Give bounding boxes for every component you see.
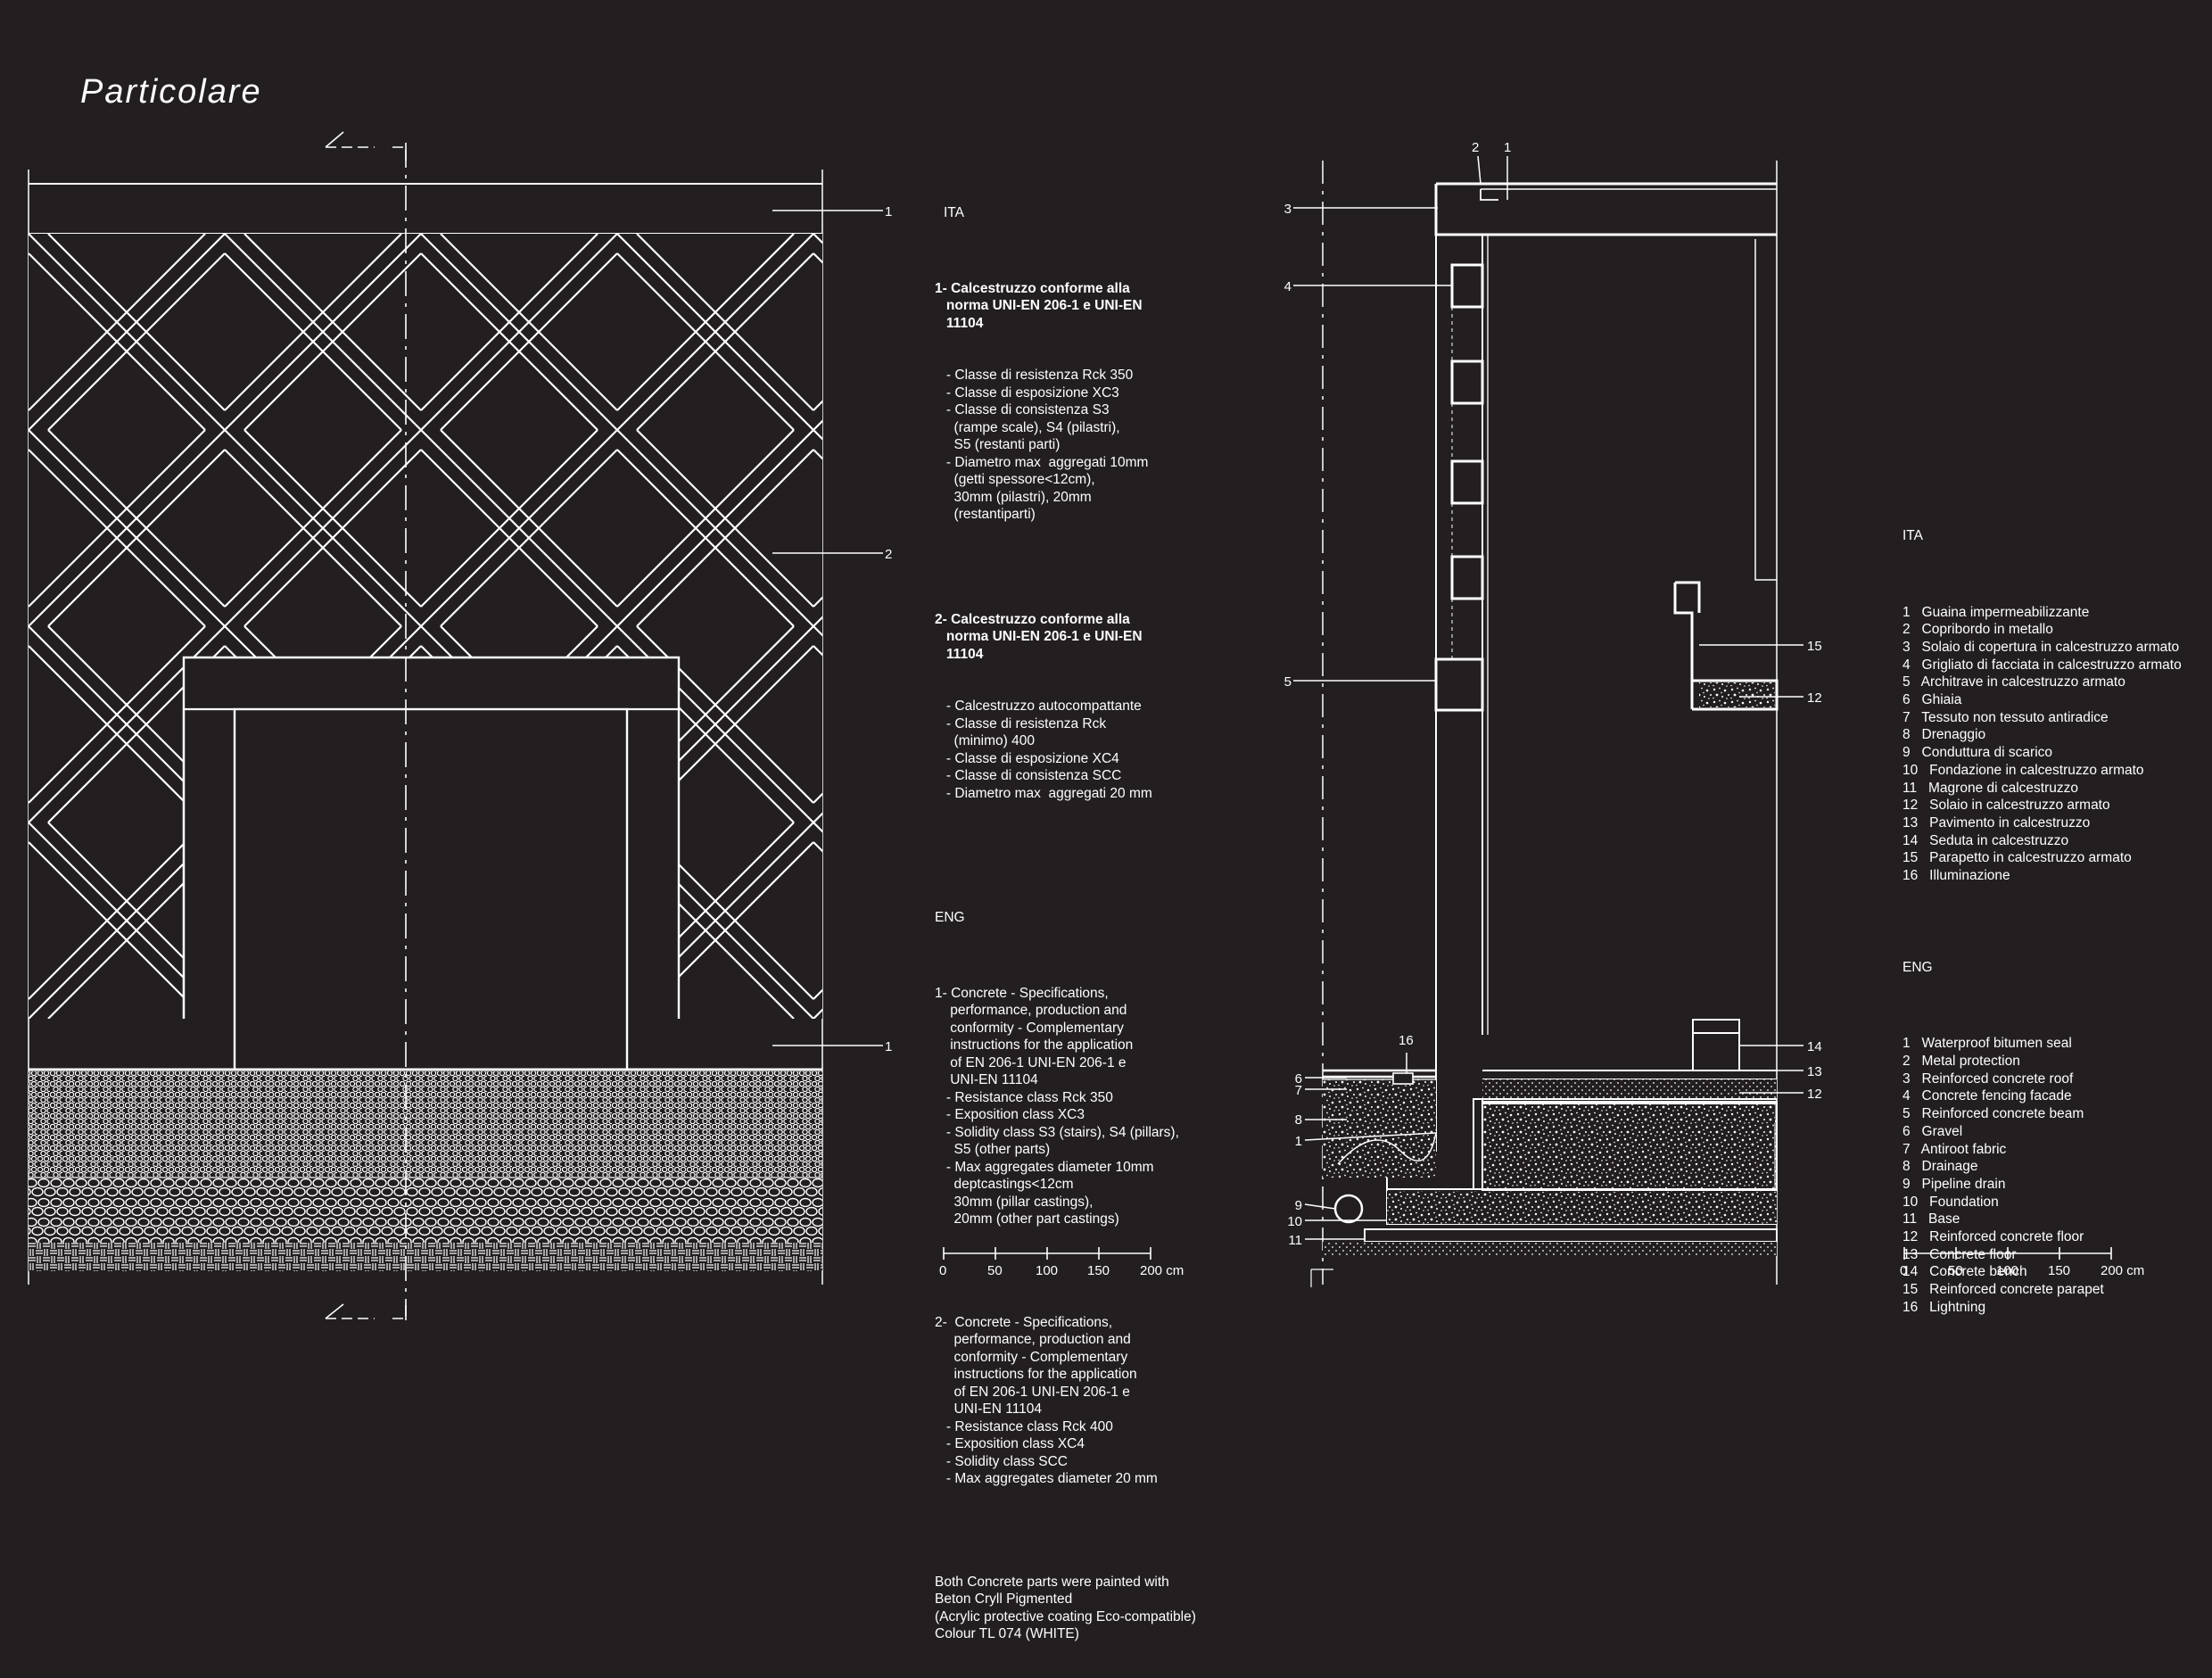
legend-item: 4 Grigliato di facciata in calcestruzzo … [1902,657,2182,673]
spec-eng-item1: 1- Concrete - Specifications, performanc… [935,985,1179,1228]
section-callout-2: 2 [1472,140,1479,155]
section-callout-1-mid: 1 [1295,1134,1302,1149]
legend-item: 13 Concrete floor [1902,1246,2017,1262]
section-callout-12-top: 12 [1807,690,1822,706]
legend-item: 6 Ghiaia [1902,692,1962,708]
page-title: Particolare [80,73,262,111]
legend-item: 16 Illuminazione [1902,868,2010,884]
spec-eng-header: ENG [935,910,965,925]
legend-item: 12 Solaio in calcestruzzo armato [1902,798,2110,814]
spec-ita-item2-body: - Calcestruzzo autocompattante - Classe … [945,698,1152,801]
legend-item: 15 Reinforced concrete parapet [1902,1282,2104,1298]
section-callout-13: 13 [1807,1064,1822,1079]
section-callout-8: 8 [1295,1112,1302,1128]
elevation-callout-1-top: 1 [885,204,892,219]
drawing-canvas: 1 2 1 [28,131,2144,1320]
elevation-callout-1-bottom: 1 [885,1039,892,1054]
scale-right-tick-100: 100 [1996,1263,2018,1278]
legend-item: 2 Copribordo in metallo [1902,622,2053,638]
legend-item: 5 Reinforced concrete beam [1902,1106,2084,1122]
spec-ita-header: ITA [944,205,964,220]
legend-item: 15 Parapetto in calcestruzzo armato [1902,850,2132,866]
legend-item: 9 Conduttura di scarico [1902,745,2053,761]
scale-right-tick-50: 50 [1948,1263,1963,1278]
elevation-callout-2: 2 [885,547,892,562]
legend-item: 11 Magrone di calcestruzzo [1902,780,2079,796]
scale-left-tick-50: 50 [987,1263,1003,1278]
legend-item: 3 Solaio di copertura in calcestruzzo ar… [1902,639,2180,655]
legend-item: 11 Base [1902,1211,1960,1228]
spec-ita-item1-body: - Classe di resistenza Rck 350 - Classe … [945,368,1149,522]
section-callout-1-top: 1 [1504,140,1511,155]
scale-bar-right [1903,1247,2112,1260]
section-callout-15: 15 [1807,639,1822,654]
legend-eng-header: ENG [1902,960,1933,976]
section-callout-11: 11 [1288,1233,1302,1248]
legend-item: 8 Drenaggio [1902,727,1986,743]
spec-note: Both Concrete parts were painted with Be… [935,1574,1196,1642]
section-callout-10: 10 [1287,1214,1302,1229]
section-callout-12-bottom: 12 [1807,1087,1822,1102]
scale-right-tick-0: 0 [1900,1263,1907,1278]
legend-item: 8 Drainage [1902,1159,1978,1175]
spec-column: ITA 1- Calcestruzzo conforme alla norma … [935,169,1256,1678]
legend-item: 9 Pipeline drain [1902,1176,2006,1192]
section-callout-4: 4 [1284,279,1292,294]
legend-column: ITA 1 Guaina impermeabilizzante 2 Copribo… [1902,492,2206,1351]
section-callout-16: 16 [1399,1033,1414,1048]
legend-item: 3 Reinforced concrete roof [1902,1070,2074,1087]
legend-item: 10 Foundation [1902,1194,1999,1210]
legend-ita-list: 1 Guaina impermeabilizzante 2 Copribordo … [1902,604,2206,885]
section-view [1293,155,1803,1287]
scale-right-tick-200: 200 cm [2101,1263,2144,1278]
legend-item: 2 Metal protection [1902,1053,2020,1069]
legend-item: 1 Guaina impermeabilizzante [1902,604,2090,620]
scale-bar-left [943,1247,1151,1260]
drawing-sheet: Particolare [28,73,2206,1641]
scale-left-tick-200: 200 cm [1140,1263,1184,1278]
spec-ita-item1-title: 1- Calcestruzzo conforme alla norma UNI-… [935,280,1143,331]
scale-left-tick-100: 100 [1036,1263,1058,1278]
legend-item: 7 Antiroot fabric [1902,1141,2007,1157]
section-callout-6: 6 [1295,1071,1302,1087]
section-callout-5: 5 [1284,674,1292,690]
legend-item: 13 Pavimento in calcestruzzo [1902,814,2091,831]
legend-item: 7 Tessuto non tessuto antiradice [1902,709,2109,725]
legend-item: 6 Gravel [1902,1123,1963,1139]
section-callout-7: 7 [1295,1083,1302,1098]
legend-item: 4 Concrete fencing facade [1902,1088,2072,1104]
elevation-view [28,131,883,1320]
section-callout-3: 3 [1284,202,1292,217]
scale-left-tick-150: 150 [1087,1263,1110,1278]
legend-item: 1 Waterproof bitumen seal [1902,1036,2072,1052]
section-callout-9: 9 [1295,1198,1302,1213]
section-callout-14: 14 [1807,1039,1822,1054]
legend-item: 16 Lightning [1902,1299,1986,1315]
legend-item: 12 Reinforced concrete floor [1902,1229,2084,1245]
scale-left-tick-0: 0 [939,1263,946,1278]
legend-item: 10 Fondazione in calcestruzzo armato [1902,762,2144,778]
legend-item: 5 Architrave in calcestruzzo armato [1902,674,2125,690]
spec-ita-item2-title: 2- Calcestruzzo conforme alla norma UNI-… [935,611,1143,662]
scale-right-tick-150: 150 [2048,1263,2070,1278]
legend-item: 14 Concrete bench [1902,1264,2027,1280]
legend-item: 14 Seduta in calcestruzzo [1902,832,2069,848]
spec-eng-item2: 2- Concrete - Specifications, performanc… [935,1314,1158,1487]
legend-ita-header: ITA [1902,528,1923,544]
